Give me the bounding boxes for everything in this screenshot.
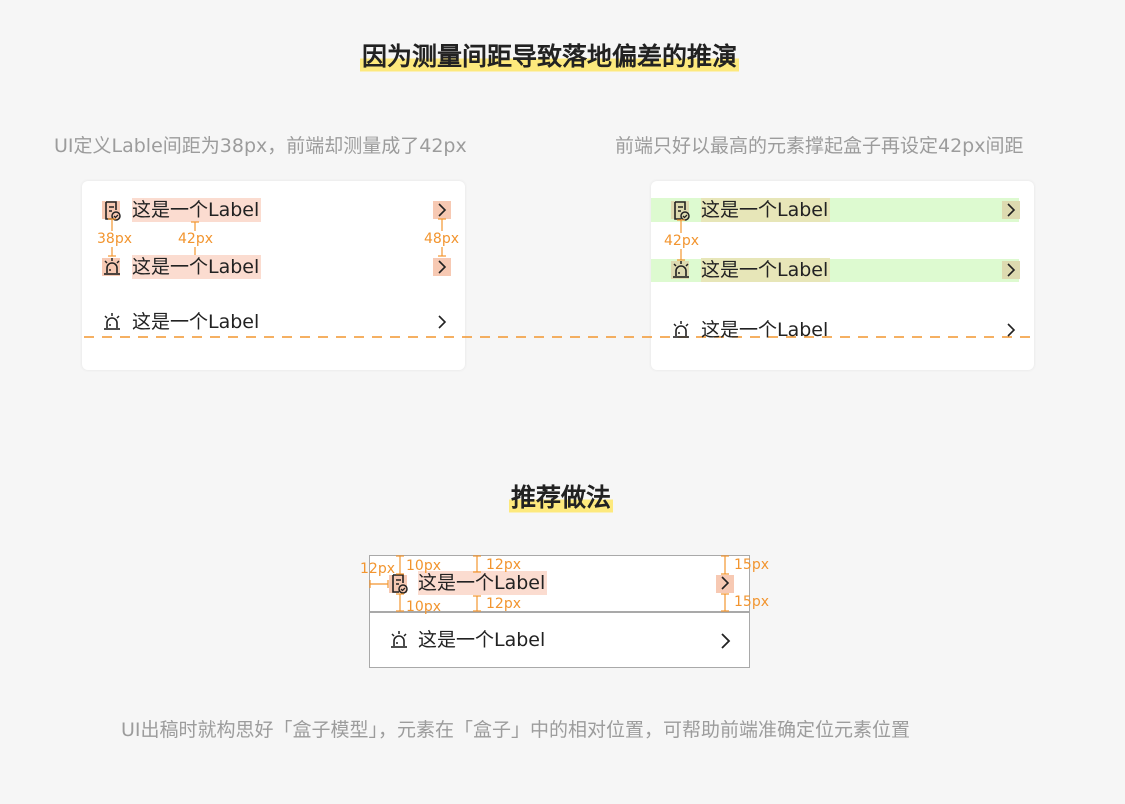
chevron-bounds [433, 201, 451, 219]
chevron-bounds [433, 258, 451, 276]
chevron-bounds [1002, 261, 1020, 279]
measure-42px: 42px [664, 233, 699, 249]
measure-42px: 42px [178, 231, 213, 247]
list-item-label: 这是一个Label [418, 629, 546, 651]
alarm-light-icon [673, 321, 689, 338]
padding-bottom-10px: 10px [406, 599, 441, 615]
list-item-label: 这是一个Label [132, 198, 262, 222]
measure-48px: 48px [424, 231, 459, 247]
padding-left-12px: 12px [360, 561, 395, 577]
chevron-bounds [716, 575, 734, 593]
list-item-label: 这是一个Label [701, 198, 831, 222]
chevron-right-icon[interactable] [720, 633, 731, 649]
chevron-right-icon[interactable] [1006, 263, 1016, 277]
chevron-right-icon[interactable] [437, 260, 447, 274]
alarm-light-icon [104, 313, 120, 330]
section-title: 推荐做法 [509, 481, 614, 515]
alarm-light-icon [104, 258, 120, 275]
list-item-label: 这是一个Label [132, 255, 262, 279]
list-item-label: 这是一个Label [701, 258, 831, 282]
measure-38px: 38px [97, 231, 132, 247]
right-caption: 前端只好以最高的元素撑起盒子再设定42px间距 [615, 135, 1024, 157]
document-check-icon [392, 574, 408, 594]
list-item-label: 这是一个Label [701, 319, 829, 341]
document-check-icon [105, 201, 121, 221]
chevron-right-icon[interactable] [1006, 203, 1016, 217]
padding-bottom-12px: 12px [486, 596, 521, 612]
bottom-caption: UI出稿时就构思好「盒子模型」，元素在「盒子」中的相对位置，可帮助前端准确定位元… [121, 719, 911, 741]
padding-top-10px: 10px [406, 558, 441, 574]
row-divider [369, 611, 750, 613]
left-caption: UI定义Lable间距为38px，前端却测量成了42px [54, 135, 467, 157]
alarm-light-icon [673, 261, 689, 278]
list-item-label: 这是一个Label [418, 571, 548, 595]
alarm-light-icon [391, 631, 407, 648]
padding-top-15px: 15px [734, 557, 769, 573]
list-item-label: 这是一个Label [132, 311, 260, 333]
chevron-right-icon[interactable] [437, 203, 447, 217]
chevron-right-icon[interactable] [1006, 323, 1016, 337]
chevron-right-icon[interactable] [720, 576, 730, 590]
page-title: 因为测量间距导致落地偏差的推演 [360, 40, 740, 74]
padding-bottom-15px: 15px [734, 594, 769, 610]
chevron-right-icon[interactable] [437, 315, 447, 329]
chevron-bounds [1002, 201, 1020, 219]
padding-top-12px: 12px [486, 557, 521, 573]
